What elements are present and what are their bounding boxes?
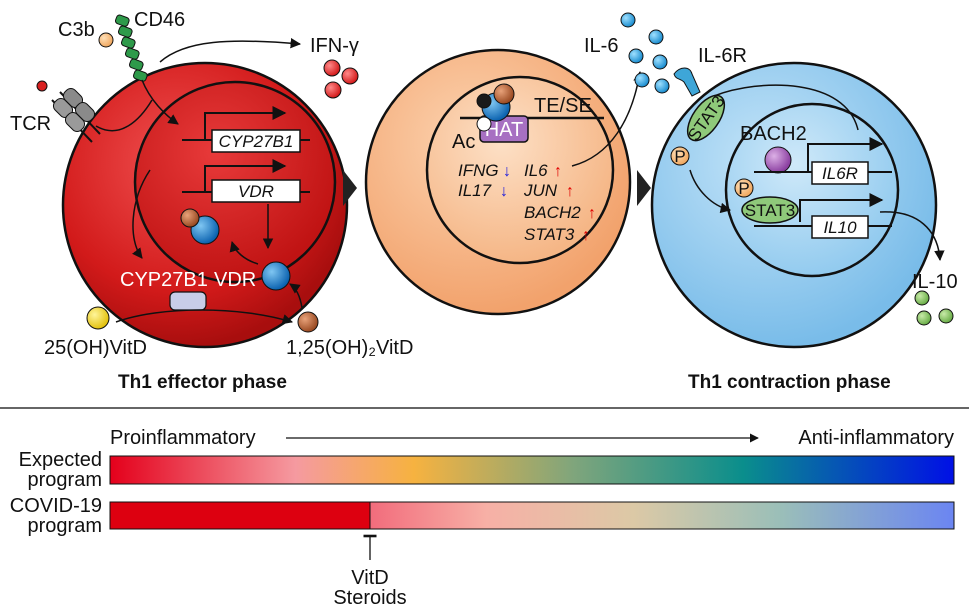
cd46-label: CD46 [134, 9, 185, 31]
il6-ball-icon [652, 54, 668, 70]
il10-ball-icon [938, 308, 954, 324]
il6-ball-icon [648, 29, 664, 45]
gene-up-jun: JUN [523, 181, 558, 200]
ac-label: Ac [452, 131, 475, 153]
up-arrow-icon: ↑ [566, 183, 574, 200]
il6-ball-icon [654, 78, 670, 94]
ifn-ball-icon [341, 67, 359, 85]
steroids-label: Steroids [333, 587, 406, 609]
gene-vdr: VDR [182, 159, 310, 203]
cell-contraction: IL-6 IL-6R STAT3 P BACH2 IL6R P [584, 12, 958, 393]
gene-up-il6: IL6 [524, 161, 548, 180]
vitd-label: VitD [351, 567, 388, 589]
vdr-cytoplasm-icon [261, 261, 291, 291]
tf-brown-ball-icon [493, 83, 515, 105]
cell2-nucleus [425, 75, 615, 265]
ifn-gamma-label: IFN-γ [310, 35, 359, 57]
gene-down-il17: IL17 [458, 181, 492, 200]
ac-white-ball-icon [476, 116, 492, 132]
il6r-receptor-icon [673, 67, 701, 97]
up-arrow-icon: ↑ [588, 205, 596, 222]
cyp27b1-enzyme-icon [169, 291, 207, 311]
tf-black-ball-icon [476, 93, 492, 109]
tcr-label: TCR [10, 113, 51, 135]
ifn-ball-icon [323, 59, 341, 77]
transition-arrow-icon [637, 170, 651, 206]
gene-up-stat3: STAT3 [524, 225, 575, 244]
il10-ball-icon [914, 290, 930, 306]
vitd-precursor-ball-icon [86, 306, 110, 330]
phospho-p-icon [734, 178, 754, 198]
gene-up-bach2: BACH2 [524, 203, 581, 222]
gene-down-ifng: IFNG [458, 161, 499, 180]
vitd-active-label: 1,25(OH)₂VitD [286, 337, 413, 359]
gene-vdr-label: VDR [238, 182, 274, 201]
il6r-label: IL-6R [698, 45, 747, 67]
vitd-ball-icon [180, 208, 200, 228]
gene-il6r: IL6R [754, 137, 892, 185]
il6-ball-icon [628, 48, 644, 64]
phospho-p-label: P [738, 179, 749, 198]
tcr-receptor-icon [36, 80, 101, 143]
covid-program-bar-red [109, 501, 371, 530]
vitd-active-ball-icon [297, 311, 319, 333]
phospho-p-icon [670, 146, 690, 166]
expected-program-label-2: program [28, 469, 102, 491]
te-se-label: TE/SE [534, 95, 592, 117]
cell-transition: TE/SE HAT Ac IFNG ↓ IL17 ↓ IL6 ↑ JUN ↑ B… [364, 48, 644, 316]
up-regulated-genes: IL6 ↑ JUN ↑ BACH2 ↑ STAT3 ↑ [523, 161, 596, 244]
il6-ball-icon [620, 12, 636, 28]
hat-label: HAT [485, 119, 524, 141]
bach2-label: BACH2 [740, 123, 807, 145]
gene-il10: IL10 [754, 193, 892, 239]
stat3-nuclear-label: STAT3 [745, 201, 795, 220]
proinflammatory-label: Proinflammatory [110, 427, 256, 449]
c3b-ball-icon [98, 32, 114, 48]
cell-effector: TCR C3b CD46 IFN-γ CYP27B1 [10, 9, 413, 393]
covid-program-label-1: COVID-19 [10, 495, 102, 517]
il6-ball-icon [634, 72, 650, 88]
up-arrow-icon: ↑ [582, 227, 590, 244]
gene-cyp27b1-label: CYP27B1 [219, 132, 294, 151]
ifn-ball-icon [324, 81, 342, 99]
gene-il10-label: IL10 [823, 218, 857, 237]
gene-cyp27b1: CYP27B1 [182, 106, 310, 153]
down-regulated-genes: IFNG ↓ IL17 ↓ [458, 161, 511, 200]
transition-arrow-icon [343, 170, 357, 206]
cyp27b1-enzyme-label: CYP27B1 [120, 269, 208, 291]
program-bars: Proinflammatory Anti-inflammatory Expect… [10, 427, 955, 609]
c3b-label: C3b [58, 19, 95, 41]
phase-effector-title: Th1 effector phase [118, 372, 287, 393]
covid-program-label-2: program [28, 515, 102, 537]
down-arrow-icon: ↓ [500, 183, 508, 200]
vitd-precursor-label: 25(OH)VitD [44, 337, 147, 359]
phase-contraction-title: Th1 contraction phase [688, 372, 891, 393]
il10-label: IL-10 [912, 271, 958, 293]
covid-program-bar-gradient [369, 501, 955, 530]
il6-label: IL-6 [584, 35, 618, 57]
down-arrow-icon: ↓ [503, 163, 511, 180]
phospho-p-label: P [674, 147, 685, 166]
gene-il6r-label: IL6R [822, 164, 858, 183]
up-arrow-icon: ↑ [554, 163, 562, 180]
vdr-protein-label: VDR [214, 269, 256, 291]
expected-program-bar [109, 455, 955, 485]
expected-program-label-1: Expected [19, 449, 102, 471]
il10-ball-icon [916, 310, 932, 326]
anti-inflammatory-label: Anti-inflammatory [798, 427, 954, 449]
stat3-nuclear-icon [741, 196, 799, 224]
cd46-receptor-icon [114, 14, 148, 82]
bach2-icon [764, 146, 792, 174]
